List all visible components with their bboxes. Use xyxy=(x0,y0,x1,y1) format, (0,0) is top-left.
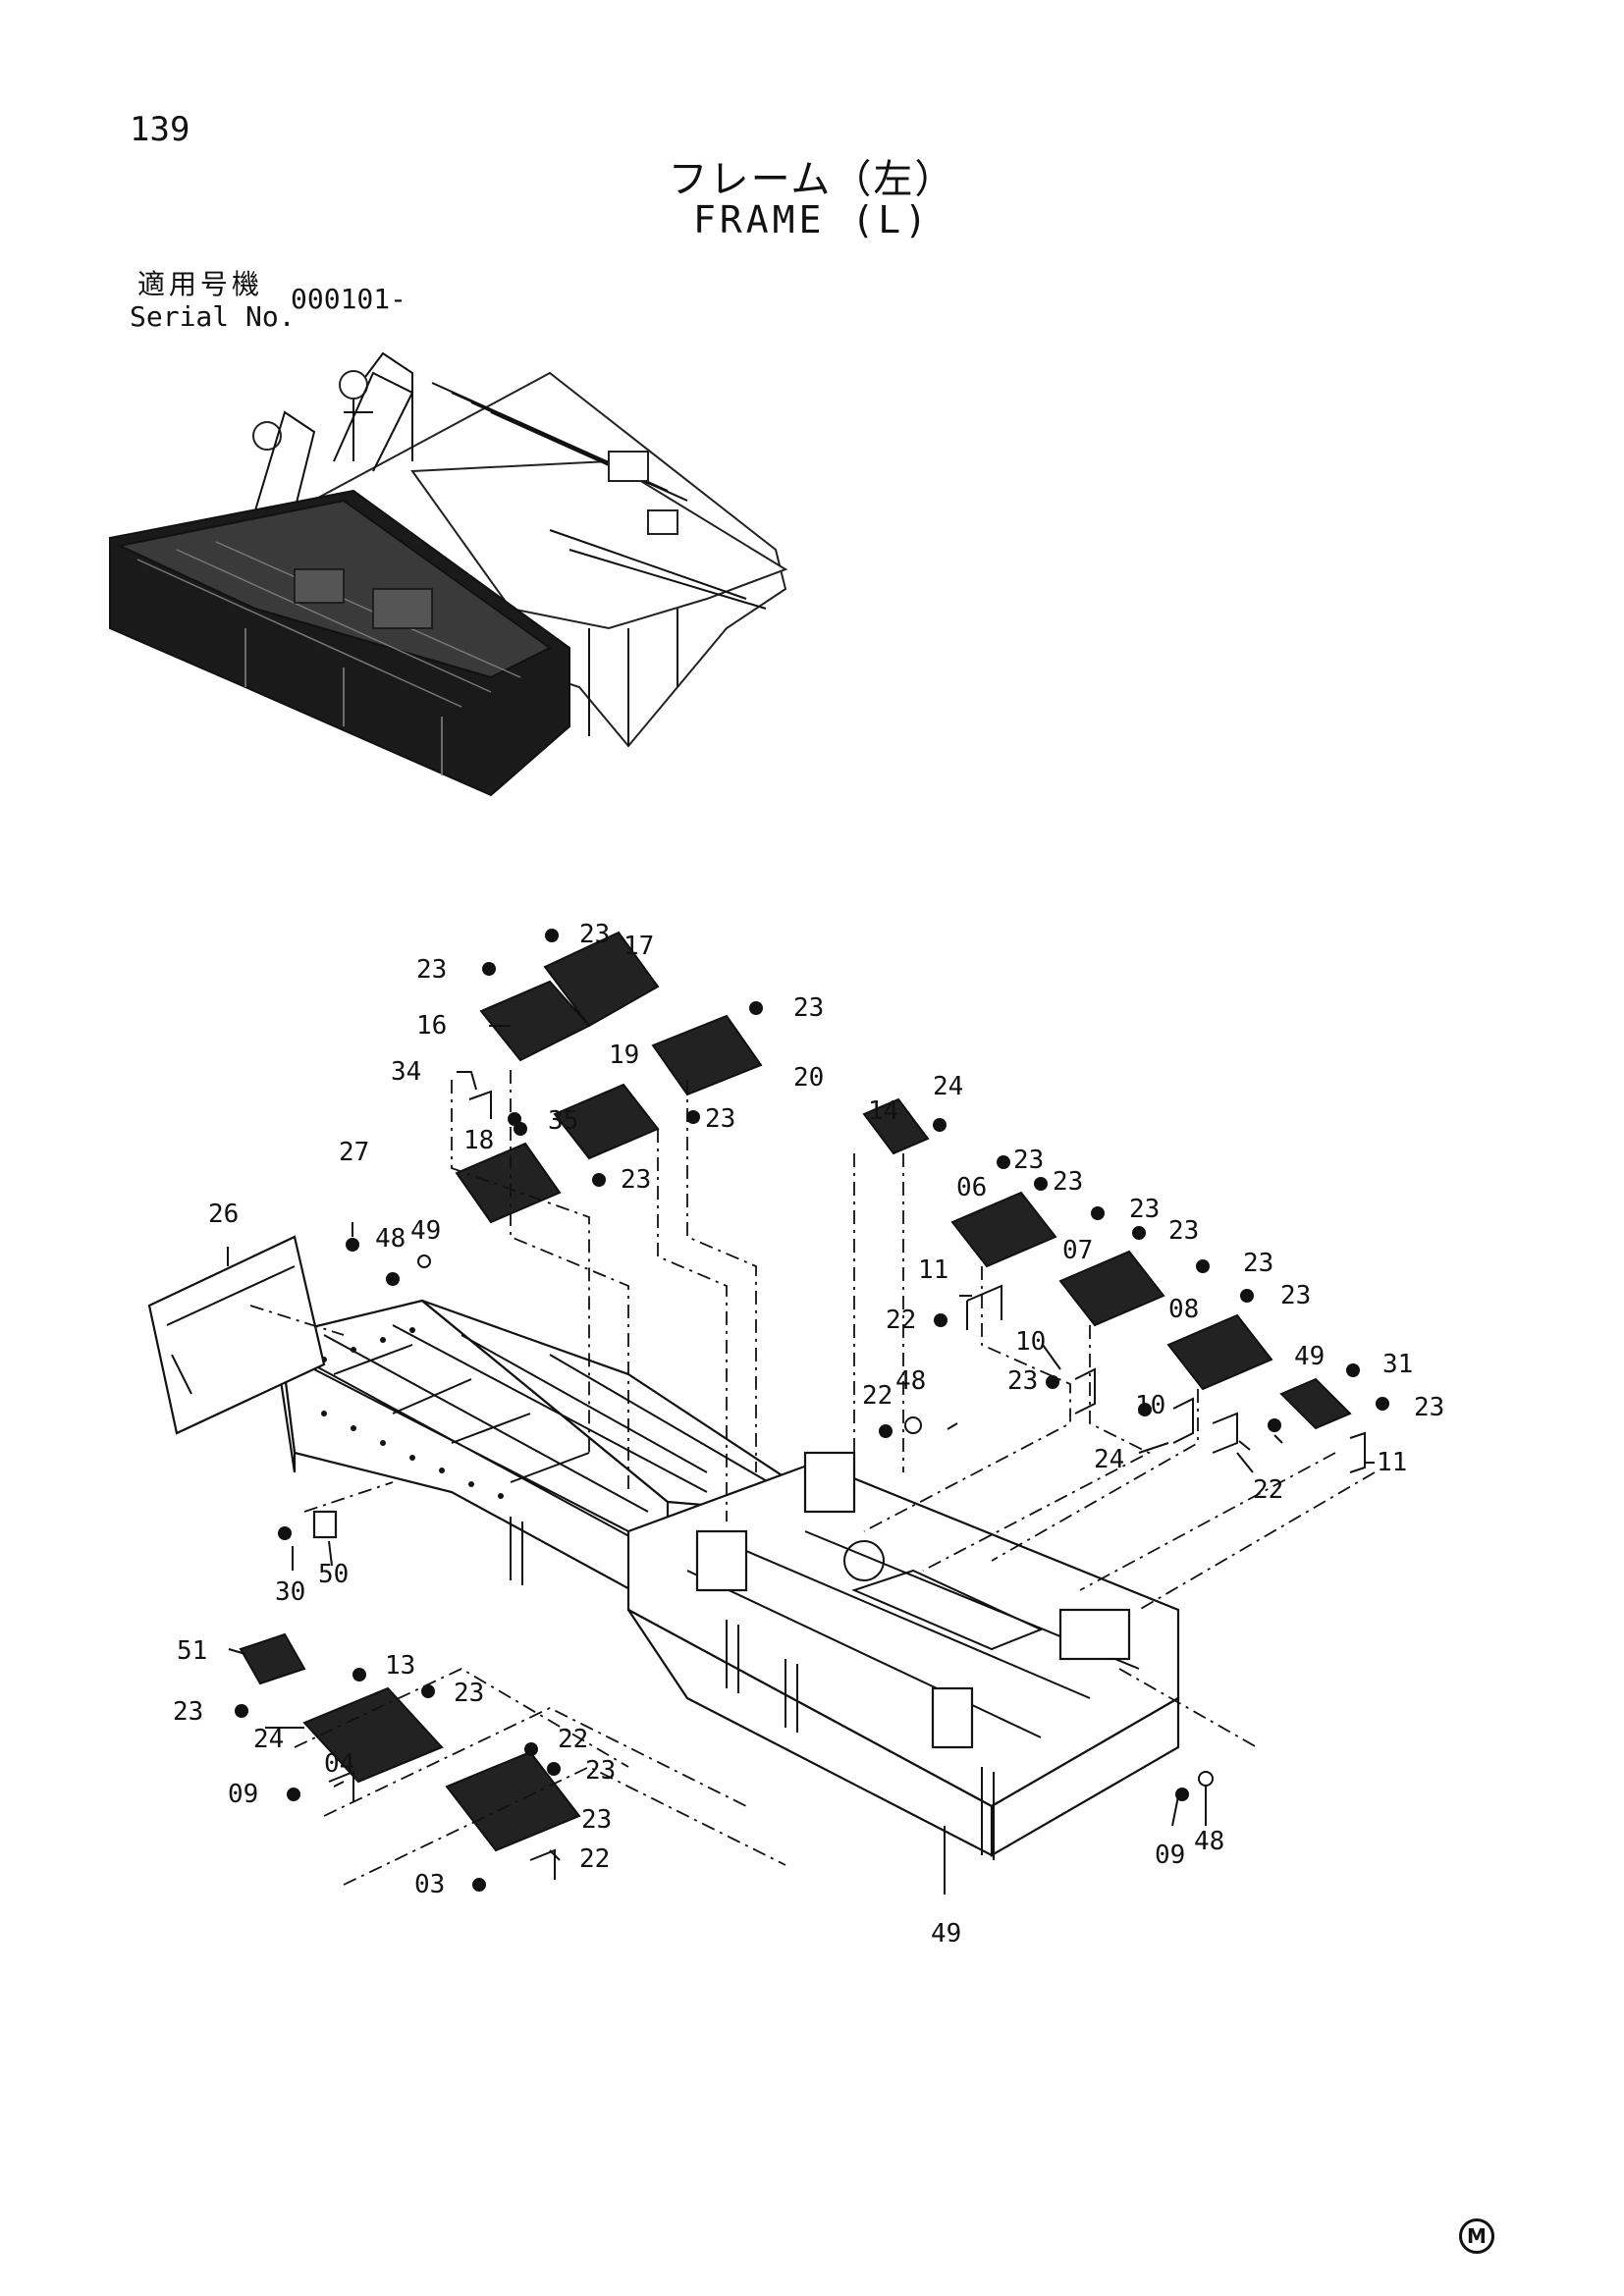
callout-22-c: 10 xyxy=(1135,1391,1165,1420)
callout-23-e: 23 xyxy=(621,1165,651,1195)
callout-23-j: 23 xyxy=(1243,1249,1273,1278)
callout-23-f: 23 xyxy=(1013,1146,1044,1175)
page-title-english: FRAME (L) xyxy=(693,198,931,241)
callout-09-a: 04 xyxy=(324,1749,354,1779)
callout-24-b: 23 xyxy=(1414,1393,1444,1422)
callout-23-c: 23 xyxy=(793,993,824,1023)
callout-23-h: 23 xyxy=(1129,1195,1160,1224)
brand-mark: M xyxy=(1459,2218,1494,2254)
callout-35: 35 xyxy=(548,1106,578,1136)
callout-07: 07 xyxy=(1062,1236,1093,1265)
callout-49-a: 49 xyxy=(410,1216,441,1246)
callout-26: 26 xyxy=(208,1200,239,1229)
callout-18: 18 xyxy=(463,1126,494,1155)
callout-24-c: 23 xyxy=(173,1697,203,1727)
callout-03: 23 xyxy=(581,1805,612,1835)
callout-51: 50 xyxy=(318,1560,349,1589)
callout-48-c: 09 xyxy=(1155,1841,1185,1870)
callout-50: 30 xyxy=(275,1577,305,1607)
callout-23-i: 23 xyxy=(1168,1216,1199,1246)
serial-number-value: 000101- xyxy=(291,283,407,315)
callout-08: 08 xyxy=(1168,1295,1199,1324)
callout-48-a: 48 xyxy=(375,1224,406,1254)
serial-label-japanese: 適用号機 xyxy=(137,268,264,300)
callout-10-a: 10 xyxy=(1015,1327,1046,1357)
callout-09-b: 22 xyxy=(579,1844,610,1874)
callout-30: 11 xyxy=(1377,1448,1407,1477)
callout-23-o: 22 xyxy=(558,1725,588,1754)
callout-11-b: 22 xyxy=(1253,1475,1283,1505)
callout-22-b: 23 xyxy=(1007,1366,1038,1396)
callout-34: 34 xyxy=(391,1057,421,1087)
callout-23-l: 31 xyxy=(1382,1350,1413,1379)
callout-49-b: 48 xyxy=(895,1366,926,1396)
leader-lines xyxy=(227,1025,1376,1895)
callout-23-n: 23 xyxy=(454,1679,484,1708)
callout-23-d: 23 xyxy=(705,1104,735,1134)
callout-27: 27 xyxy=(339,1138,369,1167)
callout-06: 06 xyxy=(956,1173,987,1202)
callout-20: 20 xyxy=(793,1063,824,1093)
callout-10-b: 24 xyxy=(1094,1445,1124,1474)
callout-19: 19 xyxy=(609,1041,639,1070)
callout-labels: 23 17 23 16 23 34 19 20 14 24 35 23 23 1… xyxy=(173,920,1444,1949)
callout-23-b: 23 xyxy=(416,955,447,985)
callout-11-a: 11 xyxy=(918,1255,948,1285)
part-shapes xyxy=(147,929,1389,1892)
callout-23-a: 23 xyxy=(579,920,610,949)
page-number: 139 xyxy=(130,110,190,149)
callout-23-m: 13 xyxy=(385,1651,415,1681)
callout-23-p: 23 xyxy=(585,1756,616,1786)
main-frame-body xyxy=(278,1299,1180,1860)
serial-label-english: Serial No. xyxy=(130,300,296,333)
callout-22-e: 03 xyxy=(414,1870,445,1899)
callout-49-c: 48 xyxy=(1194,1827,1224,1856)
page-title-japanese: フレーム（左） xyxy=(668,157,956,202)
callout-14: 14 xyxy=(868,1096,898,1126)
callout-22-a: 22 xyxy=(886,1306,916,1335)
callout-01: 49 xyxy=(931,1919,961,1949)
callout-31: 49 xyxy=(1294,1342,1325,1371)
callout-17: 17 xyxy=(623,932,654,961)
callout-23-k: 23 xyxy=(1280,1281,1311,1310)
callout-04: 24 xyxy=(253,1725,284,1754)
overview-illustration xyxy=(109,351,788,797)
callout-24-a: 24 xyxy=(933,1072,963,1101)
callout-16: 16 xyxy=(416,1011,447,1041)
callout-13: 51 xyxy=(177,1636,207,1666)
callout-48-b: 22 xyxy=(862,1381,893,1411)
callout-23-g: 23 xyxy=(1053,1167,1083,1197)
callout-22-d: 09 xyxy=(228,1780,258,1809)
